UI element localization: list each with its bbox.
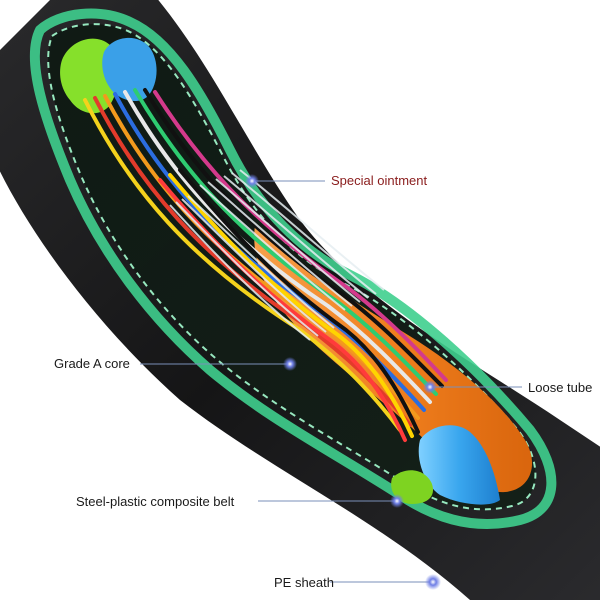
loose-tube-green-lower xyxy=(391,470,434,504)
marker-loose-tube xyxy=(423,380,437,394)
label-grade-a-core: Grade A core xyxy=(54,356,130,371)
clear-fibers xyxy=(169,169,385,341)
label-steel-plastic-belt: Steel-plastic composite belt xyxy=(76,494,235,509)
loose-tube-blue-top xyxy=(102,37,157,102)
label-pe-sheath: PE sheath xyxy=(274,575,334,590)
label-loose-tube: Loose tube xyxy=(528,380,593,395)
marker-belt xyxy=(390,494,404,508)
marker-grade-a-core xyxy=(283,357,297,371)
marker-pe-sheath xyxy=(425,574,441,590)
marker-special-ointment xyxy=(245,174,259,188)
leader-lines xyxy=(140,180,522,583)
steel-plastic-belt xyxy=(29,8,557,529)
label-special-ointment: Special ointment xyxy=(331,173,428,188)
fiber-bundle xyxy=(83,88,448,442)
loose-tube-blue-lower xyxy=(418,425,500,505)
